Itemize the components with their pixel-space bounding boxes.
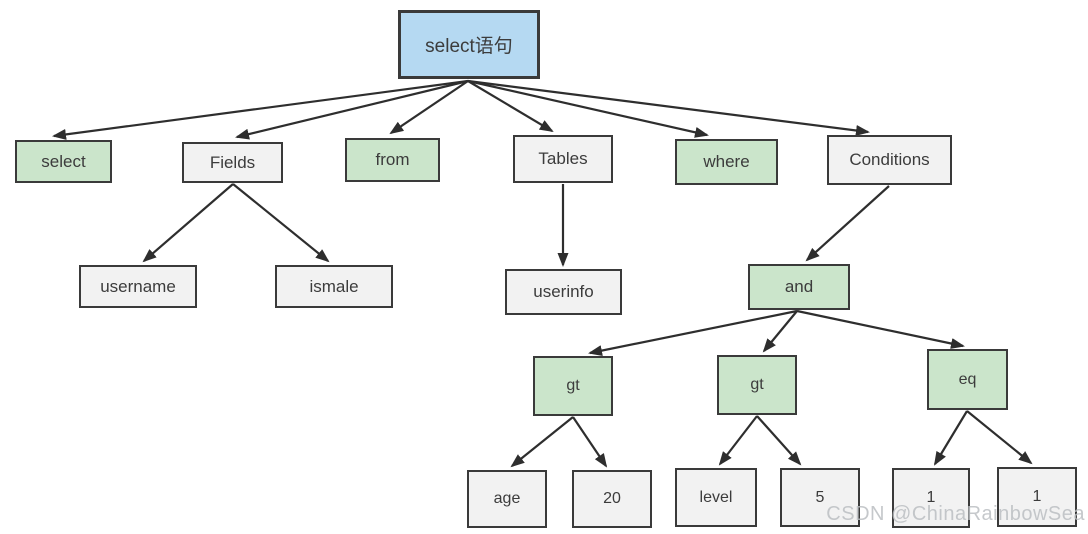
edge-root-conditions [467,79,870,136]
node-value-1-right: 1 [997,467,1077,527]
node-level: level [675,468,757,527]
edge-gt2-5 [756,415,802,466]
csdn-watermark: CSDN @ChinaRainbowSea [826,503,1085,525]
edge-and-gt2 [762,310,798,353]
node-eq-operator: eq [927,349,1008,410]
node-tables: Tables [513,135,613,183]
edge-fields-username [142,183,234,263]
node-where-keyword: where [675,139,778,185]
edge-gt1-age [510,416,574,468]
edge-root-where [467,79,709,138]
edge-root-select [52,79,469,140]
node-and-operator: and [748,264,850,310]
node-ismale: ismale [275,265,393,308]
node-from-keyword: from [345,138,440,182]
node-username: username [79,265,197,308]
node-value-20: 20 [572,470,652,528]
edge-gt2-level [718,415,758,466]
edge-root-tables [467,80,554,133]
node-select-statement: select语句 [398,10,540,79]
node-select-keyword: select [15,140,112,183]
node-userinfo: userinfo [505,269,622,315]
edge-gt1-20 [572,416,608,468]
edge-conditions-and [805,185,890,262]
node-gt-1: gt [533,356,613,416]
node-gt-2: gt [717,355,797,415]
edge-and-gt1 [588,309,798,357]
node-value-1-left: 1 [892,468,970,528]
node-age: age [467,470,547,528]
edge-eq-1b [966,410,1033,465]
edge-eq-1a [933,410,968,466]
edge-root-fields [235,79,469,140]
node-fields: Fields [182,142,283,183]
edge-fields-ismale [232,183,330,263]
edge-and-eq [796,309,965,349]
node-value-5: 5 [780,468,860,527]
edge-root-from [389,80,469,135]
node-conditions: Conditions [827,135,952,185]
